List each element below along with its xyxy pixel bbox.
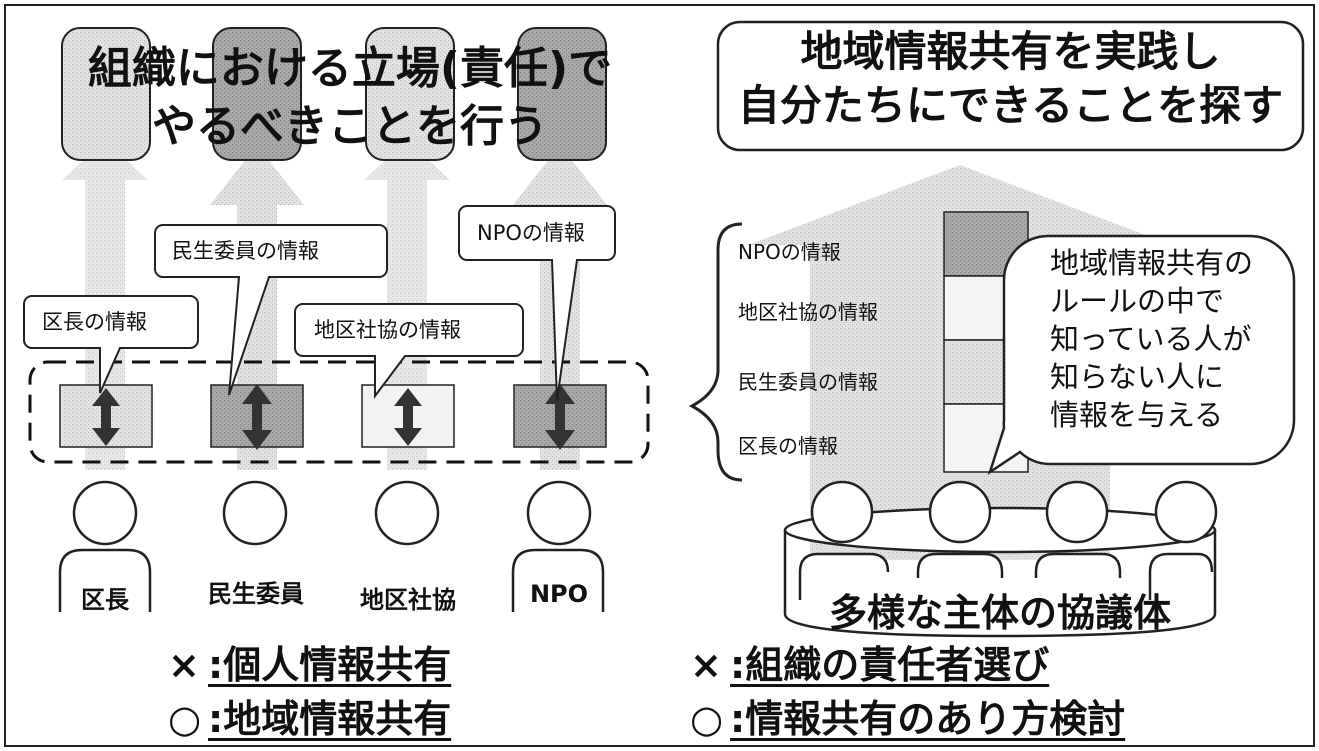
rule-line: ルールの中で	[1050, 284, 1225, 318]
left-title-line2: やるべきことを行う	[152, 101, 548, 152]
right-verdict-right: ○:情報共有のあり方検討	[690, 688, 1125, 743]
right-verdict-wrong-text: :組織の責任者選び	[730, 643, 1050, 687]
left-title: 組織における立場(責任)で やるべきことを行う	[70, 40, 630, 156]
double-arrows	[92, 384, 575, 450]
stack-label-chikushakyo: 地区社協の情報	[738, 300, 878, 324]
left-title-line1: 組織における立場(責任)で	[87, 43, 613, 94]
stack-label-kucho: 区長の情報	[738, 434, 838, 458]
role-boxes	[61, 27, 607, 161]
left-verdict-wrong: ×:個人情報共有	[168, 634, 451, 689]
right-title-box	[716, 20, 1305, 152]
left-verdict-wrong-text: :個人情報共有	[208, 643, 452, 687]
rule-line: 地域情報共有の	[1050, 246, 1254, 280]
circle-mark: ○	[690, 697, 724, 741]
council-members	[798, 480, 1218, 600]
right-verdict-right-text: :情報共有のあり方検討	[730, 697, 1126, 741]
rule-line: 知らない人に	[1050, 360, 1225, 394]
right-verdict-wrong: ×:組織の責任者選び	[690, 634, 1049, 689]
rule-line: 情報を与える	[1050, 398, 1224, 432]
callout-npo-info: NPOの情報	[477, 221, 585, 245]
callout-kucho-info: 区長の情報	[42, 310, 147, 334]
right-title-line2: 自分たちにできることを探す	[737, 81, 1284, 130]
stack-label-minsei: 民生委員の情報	[738, 370, 878, 394]
actor-label-npo: NPO	[529, 580, 589, 608]
cross-mark: ×	[168, 643, 200, 687]
circle-mark: ○	[168, 697, 202, 741]
callout-minsei-info: 民生委員の情報	[172, 239, 319, 263]
callout-chikushakyo-info: 地区社協の情報	[314, 318, 461, 342]
rule-callout-bubble	[987, 234, 1296, 476]
left-verdict-right: ○:地域情報共有	[168, 688, 451, 743]
callout-bubbles	[23, 205, 616, 401]
stack-label-npo: NPOの情報	[738, 240, 841, 264]
left-verdict-right-text: :地域情報共有	[208, 697, 452, 741]
rule-line: 知っている人が	[1050, 322, 1252, 356]
actor-label-minsei: 民生委員	[208, 580, 304, 608]
council-cylinder	[783, 506, 1217, 638]
actor-label-chikushakyo: 地区社協	[360, 586, 456, 614]
actor-figures	[58, 480, 605, 612]
curly-brace	[688, 222, 743, 482]
council-label: 多様な主体の協議体	[828, 591, 1171, 635]
cross-mark: ×	[690, 643, 722, 687]
sharing-group-dashed	[28, 360, 650, 464]
actor-label-kucho: 区長	[81, 586, 129, 614]
right-title: 地域情報共有を実践し 自分たちにできることを探す	[718, 25, 1303, 133]
diagram-frame	[4, 4, 1315, 747]
rule-callout-text: 地域情報共有の ルールの中で 知っている人が 知らない人に 情報を与える	[1050, 244, 1286, 434]
info-boxes	[59, 384, 607, 448]
right-title-line1: 地域情報共有を実践し	[800, 27, 1221, 76]
